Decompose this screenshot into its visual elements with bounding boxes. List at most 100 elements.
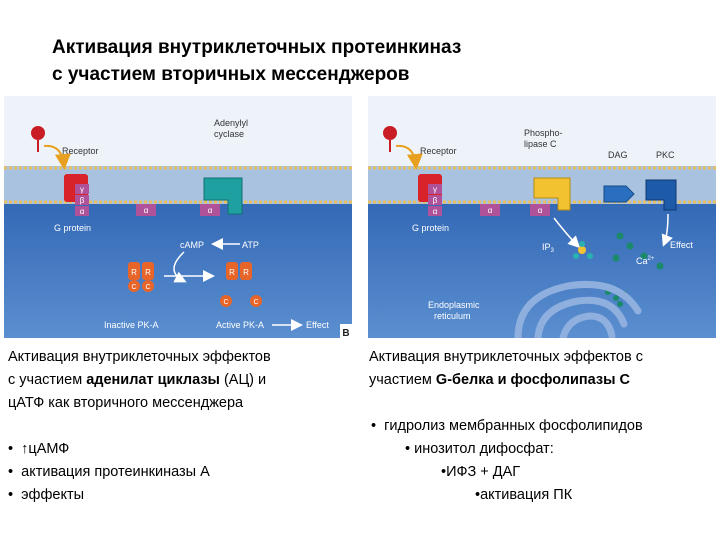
caption-b-line-1: Активация внутриклеточных эффектов с (369, 349, 643, 365)
alpha-bound-label: α (208, 206, 213, 215)
g-alpha-bound (200, 204, 220, 216)
ligand-ball (31, 126, 45, 140)
caption-b-line-2-bold: G-белка и фосфолипазы С (435, 372, 630, 388)
receptor-label: Receptor (420, 146, 457, 156)
ip3-molecule (573, 241, 593, 259)
binding-arrow (395, 144, 423, 170)
caption-b-line-2-pre: участием (369, 372, 436, 388)
caption-a-line-2-bold: аденилат циклазы (86, 372, 220, 388)
pkc-effect-arrow (661, 213, 673, 247)
caption-b-line-2: участием G-белка и фосфолипазы С (369, 369, 717, 392)
endoplasmic-reticulum (514, 280, 642, 338)
r-label-2: R (145, 268, 151, 277)
caption-b-bullet-2: • инозитол дифосфат: (405, 441, 554, 457)
g-protein-label: G protein (54, 223, 91, 233)
beta-label: β (80, 196, 85, 205)
inactive-pka: R R C C (128, 262, 154, 292)
ip3-text: IP (542, 242, 551, 252)
active-pka: R R C C (220, 262, 262, 307)
caption-b-bullet-2-text: инозитол дифосфат: (414, 441, 554, 457)
er-label-line-1: Endoplasmic (428, 300, 480, 310)
ca-label: Ca2+ (636, 256, 655, 266)
ligand-ball (383, 126, 397, 140)
g-alpha-bound (530, 204, 550, 216)
enzyme-label-line-1: Adenylyl (214, 118, 248, 128)
er-label-line-2: reticulum (434, 311, 471, 321)
ca-superscript: 2+ (648, 256, 655, 262)
caption-adenylyl-cyclase: Активация внутриклеточных эффектов с уча… (8, 346, 360, 507)
caption-a-line-2: с участием аденилат циклазы (АЦ) и (8, 369, 360, 392)
beta-label: β (433, 196, 438, 205)
adenylyl-cyclase (203, 177, 243, 215)
alpha-label: α (80, 207, 85, 216)
binding-arrow (43, 144, 71, 170)
active-pka-label: Active PK-A (216, 320, 264, 330)
caption-a-line-2-post: (АЦ) и (219, 372, 267, 388)
g-alpha-free (480, 204, 500, 216)
camp-label: cAMP (180, 240, 204, 250)
corner-tab (340, 324, 352, 338)
slide-title: Активация внутриклеточных протеинкиназ с… (52, 34, 672, 88)
caption-b-bullet-3: •ИФЗ + ДАГ (441, 464, 521, 480)
caption-b-bullet-1-text: гидролиз мембранных фосфолипидов (384, 418, 643, 434)
g-protein: γ β α (428, 184, 442, 216)
gamma-label: γ (80, 185, 84, 194)
ip3-subscript: 3 (551, 248, 555, 254)
caption-a-bullet-2: • активация протеинкиназы А (8, 464, 210, 480)
enzyme-label-line-2: cyclase (214, 129, 244, 139)
ip3-label: IP3 (542, 242, 555, 254)
corner-letter: B (342, 328, 349, 338)
receptor-label: Receptor (62, 146, 99, 156)
caption-b-bullet-1: • гидролиз мембранных фосфолипидов (371, 418, 643, 434)
effect-label: Effect (306, 320, 329, 330)
caption-a-spacer (8, 415, 360, 438)
r-label-1: R (131, 268, 137, 277)
alpha-free-label: α (144, 206, 149, 215)
gamma-label: γ (433, 185, 437, 194)
caption-a-line-2-pre: с участием (8, 372, 87, 388)
alpha-bound-label: α (538, 206, 543, 215)
ip3-arrow (553, 217, 581, 249)
phospholipase-c (533, 177, 571, 211)
pkc-label: PKC (656, 150, 675, 160)
atp-label: ATP (242, 240, 259, 250)
enzyme-label-line-1: Phospho- (524, 128, 563, 138)
r-label-3: R (229, 268, 235, 277)
g-alpha-free (136, 204, 156, 216)
inactive-pka-label: Inactive PK-A (104, 320, 159, 330)
ca-text: Ca (636, 256, 648, 266)
caption-a-bullet-3: • эффекты (8, 487, 85, 503)
adenylyl-cyclase-pathway-illustration: Receptor γ β α G protein α α Adenylyl cy… (4, 96, 352, 338)
caption-a-line-1: Активация внутриклеточных эффектов (8, 349, 271, 365)
pathway-a-svg: Receptor γ β α G protein α α Adenylyl cy… (4, 96, 352, 338)
caption-b-bullet-4: •активация ПК (475, 487, 573, 503)
pathway-b-svg: Receptor γ β α G protein α α Phospho- li… (368, 96, 716, 338)
plasma-membrane (4, 166, 352, 204)
phospholipase-c-pathway-illustration: Receptor γ β α G protein α α Phospho- li… (368, 96, 716, 338)
caption-b-spacer (369, 392, 717, 415)
caption-a-bullet-1-text: ↑цАМФ (21, 441, 70, 457)
camp-binding-arrow (173, 251, 187, 283)
caption-a-bullet-3-text: эффекты (21, 487, 85, 503)
cytoplasm (4, 188, 352, 338)
dag-label: DAG (608, 150, 628, 160)
caption-b-bullet-3-text: ИФЗ + ДАГ (446, 464, 521, 480)
effect-label: Effect (670, 240, 693, 250)
c-label-1: C (131, 284, 136, 291)
caption-a-bullet-2-text: активация протеинкиназы А (21, 464, 210, 480)
alpha-label: α (433, 207, 438, 216)
caption-b-bullet-4-text: активация ПК (480, 487, 573, 503)
r-label-4: R (243, 268, 249, 277)
caption-a-line-3: цАТФ как вторичного мессенджера (8, 395, 244, 411)
pkc (645, 179, 677, 211)
g-protein: γ β α (75, 184, 89, 216)
alpha-free-label: α (488, 206, 493, 215)
enzyme-label-line-2: lipase C (524, 139, 557, 149)
caption-a-bullet-1: • ↑цАМФ (8, 441, 70, 457)
c-label-3: C (223, 299, 228, 306)
title-line-2: с участием вторичных мессенджеров (52, 64, 410, 85)
caption-phospholipase-c: Активация внутриклеточных эффектов с уча… (369, 346, 717, 507)
c-label-4: C (253, 299, 258, 306)
c-label-2: C (145, 284, 150, 291)
g-protein-label: G protein (412, 223, 449, 233)
